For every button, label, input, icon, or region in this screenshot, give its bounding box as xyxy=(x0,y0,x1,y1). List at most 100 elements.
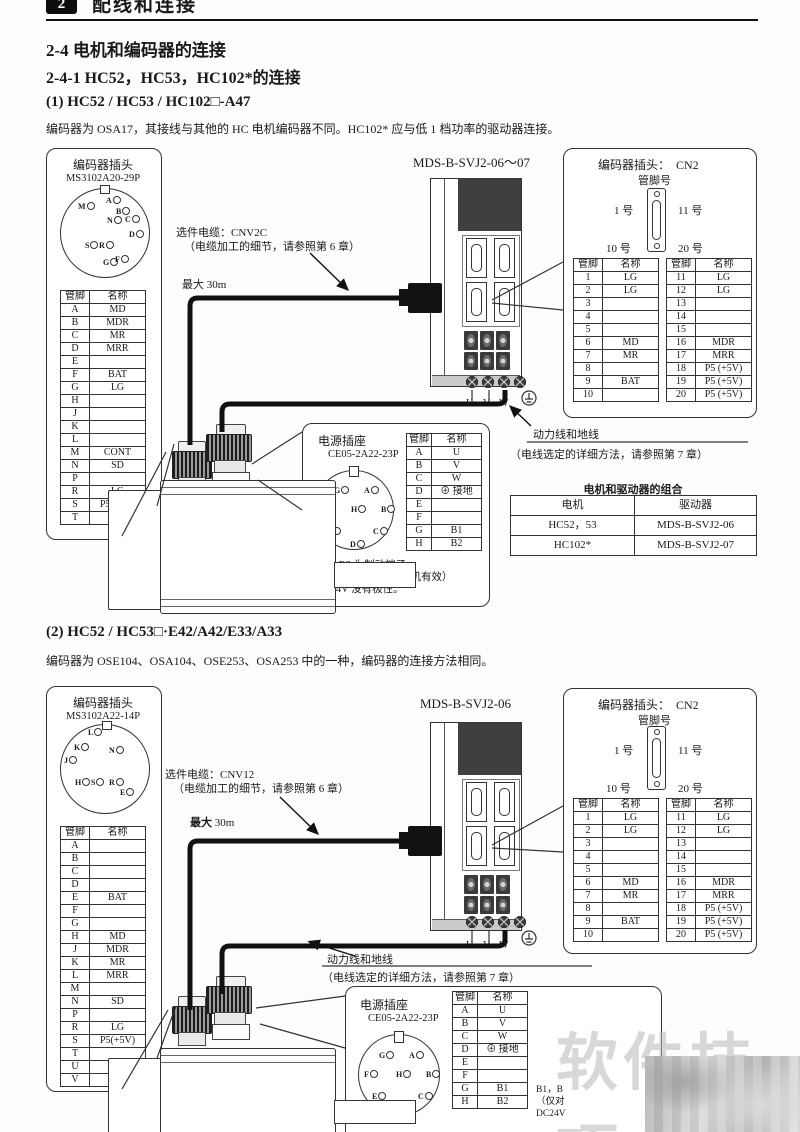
pin-label: B xyxy=(426,1070,441,1079)
table-header-row: 管脚 名称 xyxy=(60,290,146,304)
cn2-corner-11: 11 号 xyxy=(678,205,703,217)
pin-label: B xyxy=(116,207,131,216)
drive-connector-icon xyxy=(494,238,515,278)
table-row: 8 xyxy=(573,902,659,916)
option-cable-label-2: 选件电缆：CNV12 xyxy=(165,769,255,781)
cn2-corner-10: 10 号 xyxy=(606,783,631,795)
table-row: 14 xyxy=(666,850,752,864)
table-row: F xyxy=(60,904,146,918)
table-row: 10 xyxy=(573,388,659,402)
table-row: E xyxy=(60,355,146,369)
terminal-screw-icon xyxy=(480,875,494,894)
cn2-connector-icon-2 xyxy=(647,726,666,790)
blurred-patch xyxy=(645,1056,800,1132)
table-row: 5 xyxy=(573,323,659,337)
drive-connector-icon xyxy=(466,782,487,822)
motor-shaft-1 xyxy=(334,562,416,588)
table-row: J xyxy=(60,407,146,421)
terminal-screw-icon xyxy=(496,875,510,894)
drive-connector-cn2-icon xyxy=(466,282,487,322)
drive-dark-panel xyxy=(458,723,521,775)
table-row: B xyxy=(60,852,146,866)
screw-icon xyxy=(653,191,660,197)
pin-label: J xyxy=(64,756,77,765)
pin-label: H xyxy=(75,778,91,787)
chapter-title: 配线和连接 xyxy=(92,0,198,16)
power-line-title-1: 动力线和地线 xyxy=(533,429,599,441)
cn2-corner-20: 20 号 xyxy=(678,783,703,795)
table-row: F xyxy=(452,1069,528,1083)
table-row: 15 xyxy=(666,863,752,877)
table-row: 13 xyxy=(666,837,752,851)
motor-shaft-2 xyxy=(334,1100,416,1124)
pin-label: N xyxy=(107,216,122,225)
terminal-screw-icon xyxy=(464,351,478,370)
table-row: K xyxy=(60,420,146,434)
drive-unit-2 xyxy=(430,722,522,931)
screw-icon xyxy=(653,781,660,787)
pin-label: M xyxy=(78,202,95,211)
pin-label: E xyxy=(120,788,135,797)
drive-connector-cn2-icon xyxy=(466,826,487,866)
pin-label: R xyxy=(109,778,124,787)
table-header-row: 管脚名称 xyxy=(666,258,752,272)
pin-label: L xyxy=(88,728,103,737)
pin-label: H xyxy=(351,505,367,514)
terminal-screw-icon xyxy=(480,331,494,350)
option-cable-note-1: （电缆加工的细节，请参照第 6 章） xyxy=(184,241,360,253)
terminal-screw-icon xyxy=(480,895,494,914)
pin-label: A xyxy=(106,196,121,205)
pin-label: F xyxy=(115,255,129,264)
part2-body-text: 编码器为 OSE104、OSA104、OSE253、OSA253 中的一种，编码… xyxy=(46,654,494,668)
cn2-corner-10: 10 号 xyxy=(606,243,631,255)
encoder-plug-title-1: 编码器插头 xyxy=(72,158,134,172)
table-row: M xyxy=(60,982,146,996)
pin-label: S xyxy=(91,778,105,787)
pin-label: K xyxy=(74,743,90,752)
power-line-title-2: 动力线和地线 xyxy=(327,954,393,966)
pin-label: C xyxy=(125,215,140,224)
drive-unit-1 xyxy=(430,178,522,387)
table-row: C xyxy=(60,865,146,879)
cn2-connector-icon-1 xyxy=(647,188,666,252)
pin-label: G xyxy=(334,486,350,495)
connector-key-notch xyxy=(349,466,359,477)
terminal-screw-icon xyxy=(496,351,510,370)
option-cable-label-1: 选件电缆：CNV2C xyxy=(176,227,268,239)
table-row: HC102*MDS-B-SVJ2-07 xyxy=(510,535,757,556)
screw-icon xyxy=(653,729,660,735)
motor-front-housing-1 xyxy=(108,490,164,610)
table-row: E xyxy=(406,498,482,512)
drive-model-label-1: MDS-B-SVJ2-06～07 xyxy=(413,155,531,170)
table-header-row: 电机驱动器 xyxy=(510,495,757,516)
